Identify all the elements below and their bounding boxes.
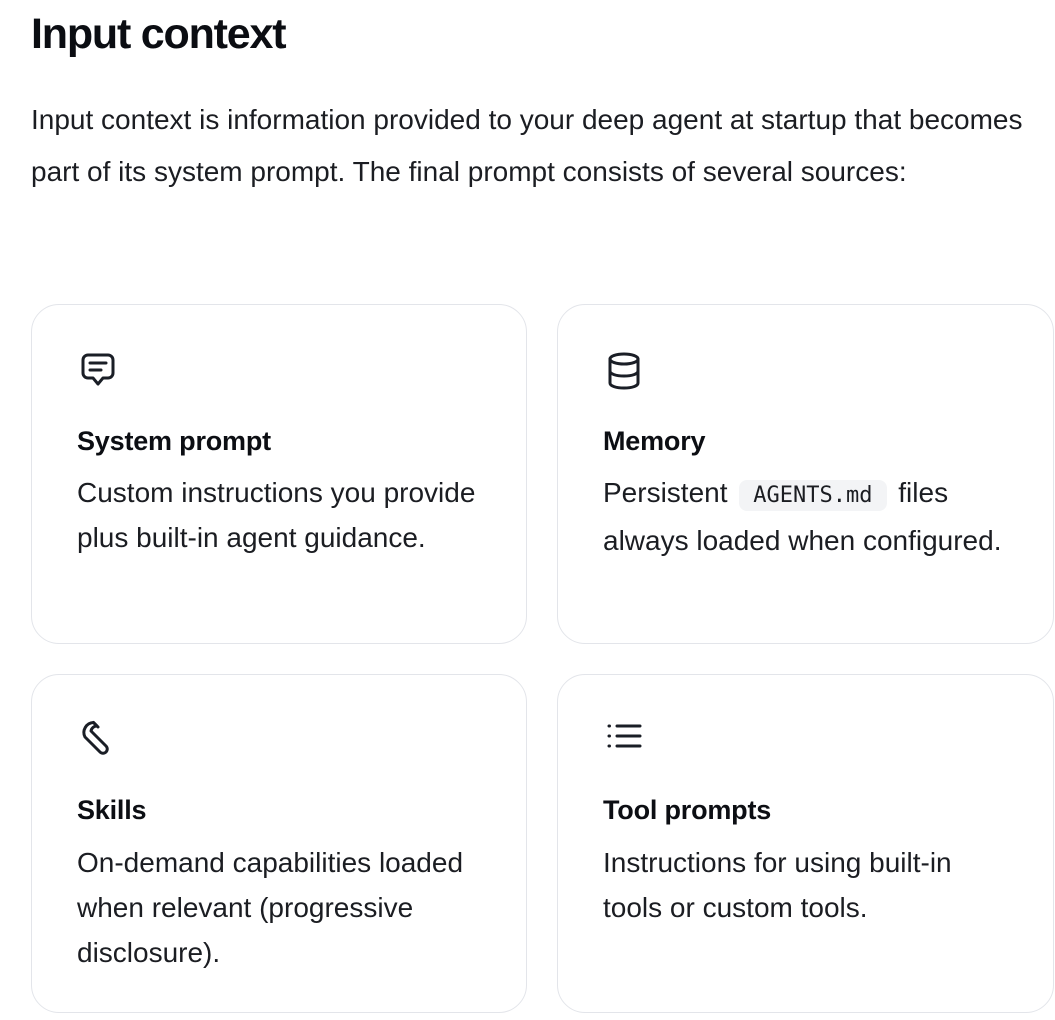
- card-description-text: Instructions for using built-in tools or…: [603, 847, 952, 923]
- message-square-text-icon: [76, 349, 120, 393]
- card-description: Custom instructions you provide plus bui…: [77, 470, 497, 560]
- database-icon: [602, 349, 646, 393]
- page-title: Input context: [31, 10, 287, 58]
- card-description-text: Persistent: [603, 477, 728, 508]
- card-description: Persistent AGENTS.md files always loaded…: [603, 470, 1033, 563]
- card-title: Memory: [603, 426, 706, 456]
- card-skills[interactable]: Skills On-demand capabilities loaded whe…: [31, 674, 527, 1013]
- inline-code-filename: AGENTS.md: [739, 480, 887, 511]
- card-title: System prompt: [77, 426, 271, 456]
- wrench-icon: [76, 715, 120, 759]
- card-description-text: Custom instructions you provide plus bui…: [77, 477, 476, 553]
- card-title: Tool prompts: [603, 795, 772, 825]
- card-title: Skills: [77, 795, 147, 825]
- intro-paragraph: Input context is information provided to…: [31, 104, 1023, 187]
- card-description-text: files always loaded when configured.: [603, 477, 1002, 556]
- card-system-prompt[interactable]: System prompt Custom instructions you pr…: [31, 304, 527, 644]
- list-icon: [602, 715, 646, 759]
- card-description-text: On-demand capabilities loaded when relev…: [77, 847, 464, 968]
- card-memory[interactable]: Memory Persistent AGENTS.md files always…: [557, 304, 1054, 644]
- card-description: On-demand capabilities loaded when relev…: [77, 840, 497, 975]
- card-description: Instructions for using built-in tools or…: [603, 840, 1003, 930]
- card-tool-prompts[interactable]: Tool prompts Instructions for using buil…: [557, 674, 1054, 1013]
